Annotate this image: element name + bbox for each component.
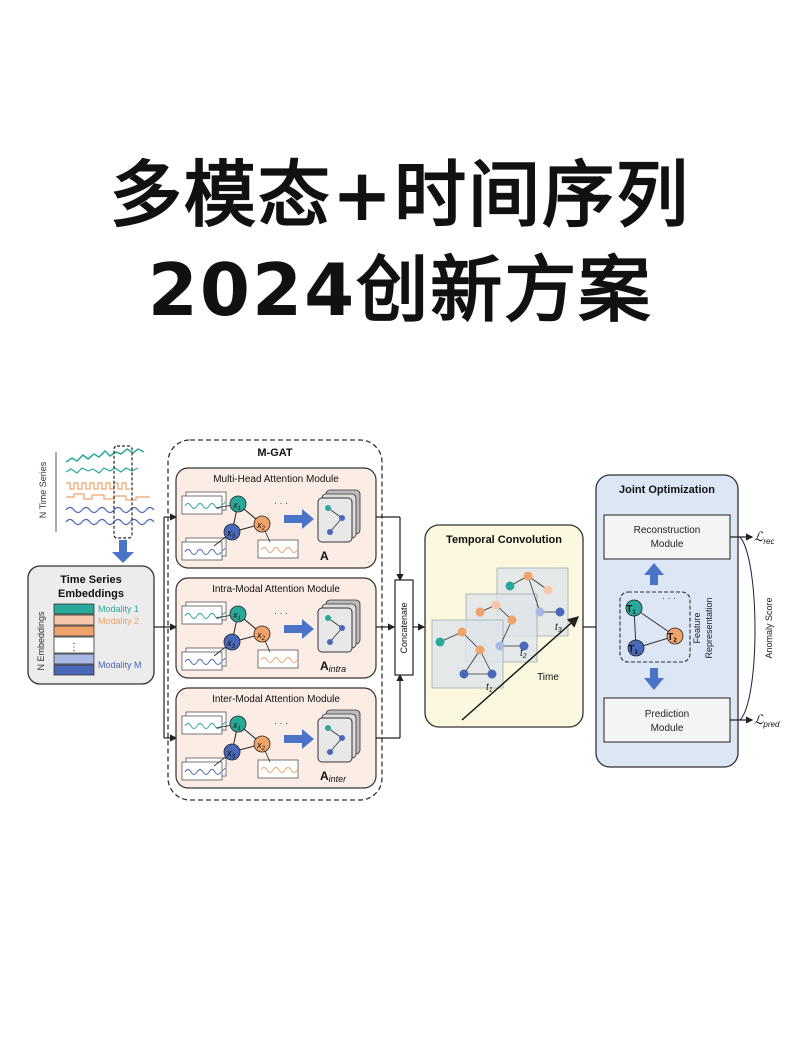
t2-label: t2 [520, 648, 527, 660]
temporal-convolution-box: Temporal Convolution t3 t2 t1 Time [424, 524, 584, 728]
node-t1: T1 [626, 604, 636, 616]
matrix-label: Ainter [320, 769, 347, 784]
pred-label-2: Module [651, 723, 684, 734]
down-arrow-icon [112, 540, 134, 563]
node-x1: x1 [232, 720, 241, 732]
page-title-line-2: 2024创新方案 [147, 248, 653, 332]
joint-optimization-box: Joint Optimization Reconstruction Module… [595, 474, 739, 768]
svg-text:· · ·: · · · [662, 593, 676, 603]
joint-title: Joint Optimization [619, 484, 715, 496]
node-x2: x2 [256, 520, 266, 532]
feature-label-2: Representation [704, 597, 714, 658]
right-arrow-icon [284, 619, 314, 639]
outputs: ℒrec ℒpred Anomaly Score [730, 529, 780, 729]
modality-2-label: Modality 2 [98, 616, 139, 626]
node-x2: x2 [256, 740, 266, 752]
embeddings-box: Time Series Embeddings N Embeddings Moda… [27, 565, 155, 685]
module-connectors [376, 516, 404, 739]
prediction-module [603, 697, 731, 743]
node-x3: x3 [226, 528, 236, 540]
n-embeddings-label: N Embeddings [36, 611, 46, 671]
node-t2: T2 [667, 632, 677, 644]
right-arrow-icon [284, 729, 314, 749]
modality-ellipsis: ⋮ [69, 642, 79, 653]
node-x1: x1 [232, 500, 241, 512]
attention-module-1: Multi-Head Attention Module x1 x2 x3 · · · A [175, 467, 377, 569]
node-x3: x3 [226, 638, 236, 650]
recon-label-1: Reconstruction [634, 525, 701, 536]
dots: · · · [274, 718, 288, 728]
anomaly-score-label: Anomaly Score [764, 597, 774, 658]
module-label: Inter-Modal Attention Module [212, 694, 340, 705]
module-label: Multi-Head Attention Module [213, 474, 339, 485]
right-arrow-icon [284, 509, 314, 529]
loss-rec: ℒrec [754, 529, 775, 546]
t3-label: t3 [555, 622, 562, 634]
attention-module-2: Intra-Modal Attention Module x1 x2 x3 · · · A… [175, 577, 377, 679]
n-time-series-label: N Time Series [38, 461, 48, 518]
t1-label: t1 [486, 682, 493, 694]
matrix-label: A [320, 549, 329, 563]
mgat-title: M-GAT [257, 447, 293, 459]
concatenate-box: Concatenate [394, 579, 414, 676]
mgat-container: M-GAT [167, 439, 383, 801]
modality-m-label: Modality M [98, 660, 142, 670]
matrix-label: Aintra [320, 659, 346, 674]
embeddings-connectors [154, 513, 178, 742]
reconstruction-module [603, 514, 731, 560]
embeddings-title-2: Embeddings [58, 588, 124, 600]
concatenate-label: Concatenate [399, 602, 409, 653]
down-arrow-icon [644, 668, 664, 690]
node-x1: x1 [232, 610, 241, 622]
recon-label-2: Module [651, 539, 684, 550]
loss-pred: ℒpred [754, 712, 780, 729]
dots: · · · [274, 608, 288, 618]
attention-module-3: Inter-Modal Attention Module x1 x2 x3 · · · A… [175, 687, 377, 789]
temporal-title: Temporal Convolution [446, 534, 562, 546]
node-t3: T3 [628, 644, 638, 656]
time-label: Time [537, 672, 559, 683]
dots: · · · [274, 498, 288, 508]
node-x2: x2 [256, 630, 266, 642]
embeddings-title-1: Time Series [60, 574, 122, 586]
up-arrow-icon [644, 563, 664, 585]
node-x3: x3 [226, 748, 236, 760]
page-title-line-1: 多模态+时间序列 [109, 153, 691, 237]
feature-label-1: Feature [692, 612, 702, 643]
module-label: Intra-Modal Attention Module [212, 584, 340, 595]
modality-1-label: Modality 1 [98, 604, 139, 614]
time-series-input: N Time Series [38, 445, 155, 563]
pred-label-1: Prediction [645, 709, 689, 720]
